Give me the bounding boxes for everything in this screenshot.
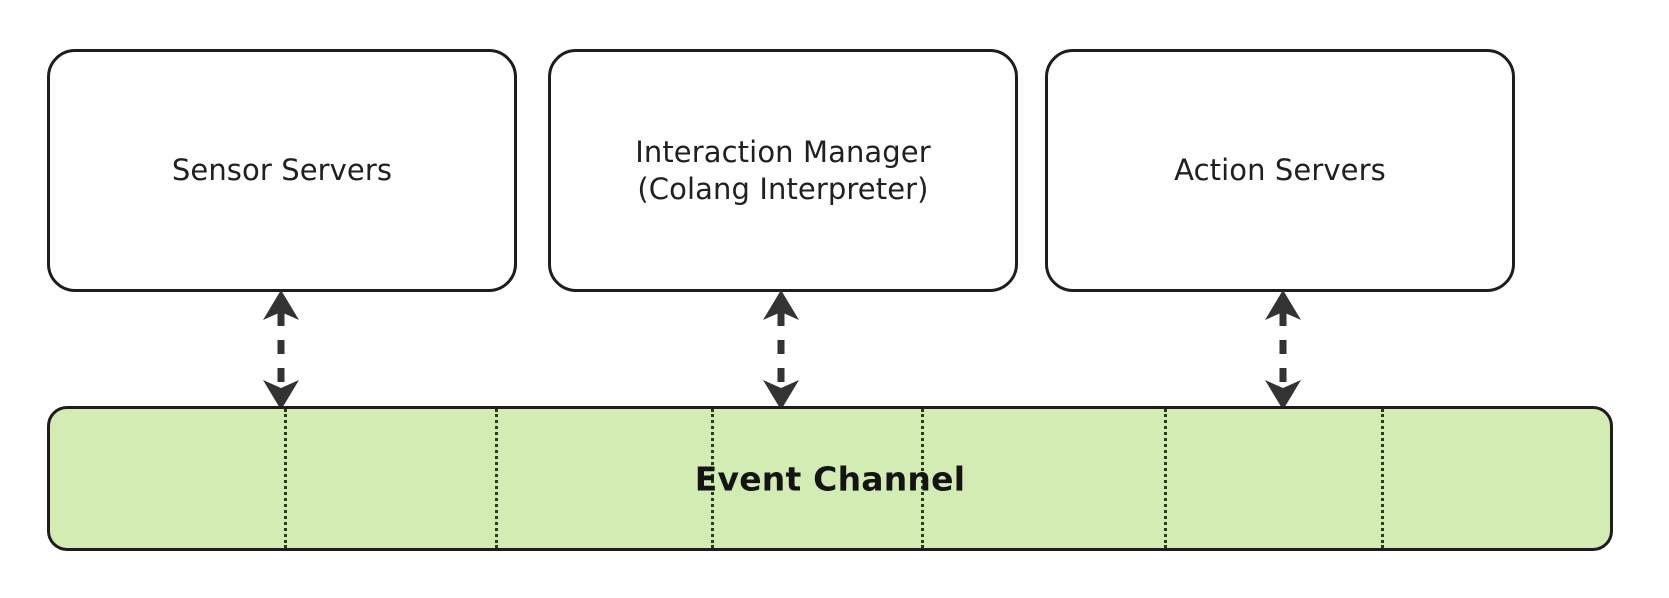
arrowhead-up-icon [263,290,299,320]
arrowhead-up-icon [763,290,799,320]
node-interaction-manager[interactable]: Interaction Manager (Colang Interpreter) [548,49,1018,292]
node-sensor-servers[interactable]: Sensor Servers [47,49,517,292]
connector-sensor-to-event-channel [263,290,299,410]
event-channel-label: Event Channel [694,459,966,498]
lane-divider-2 [495,409,498,548]
node-action-servers-label: Action Servers [1174,153,1386,188]
arrowhead-down-icon [1265,380,1301,410]
lane-divider-4 [921,409,924,548]
lane-divider-1 [284,409,287,548]
lane-divider-5 [1164,409,1167,548]
node-action-servers[interactable]: Action Servers [1045,49,1515,292]
connector-action-to-event-channel [1265,290,1301,410]
connector-manager-to-event-channel [763,290,799,410]
arrowhead-down-icon [263,380,299,410]
node-interaction-manager-label: Interaction Manager (Colang Interpreter) [635,135,931,206]
arrowhead-down-icon [763,380,799,410]
event-channel-bar[interactable]: Event Channel [47,406,1613,551]
node-sensor-servers-label: Sensor Servers [171,153,393,188]
lane-divider-6 [1381,409,1384,548]
arrowhead-up-icon [1265,290,1301,320]
lane-divider-3 [711,409,714,548]
